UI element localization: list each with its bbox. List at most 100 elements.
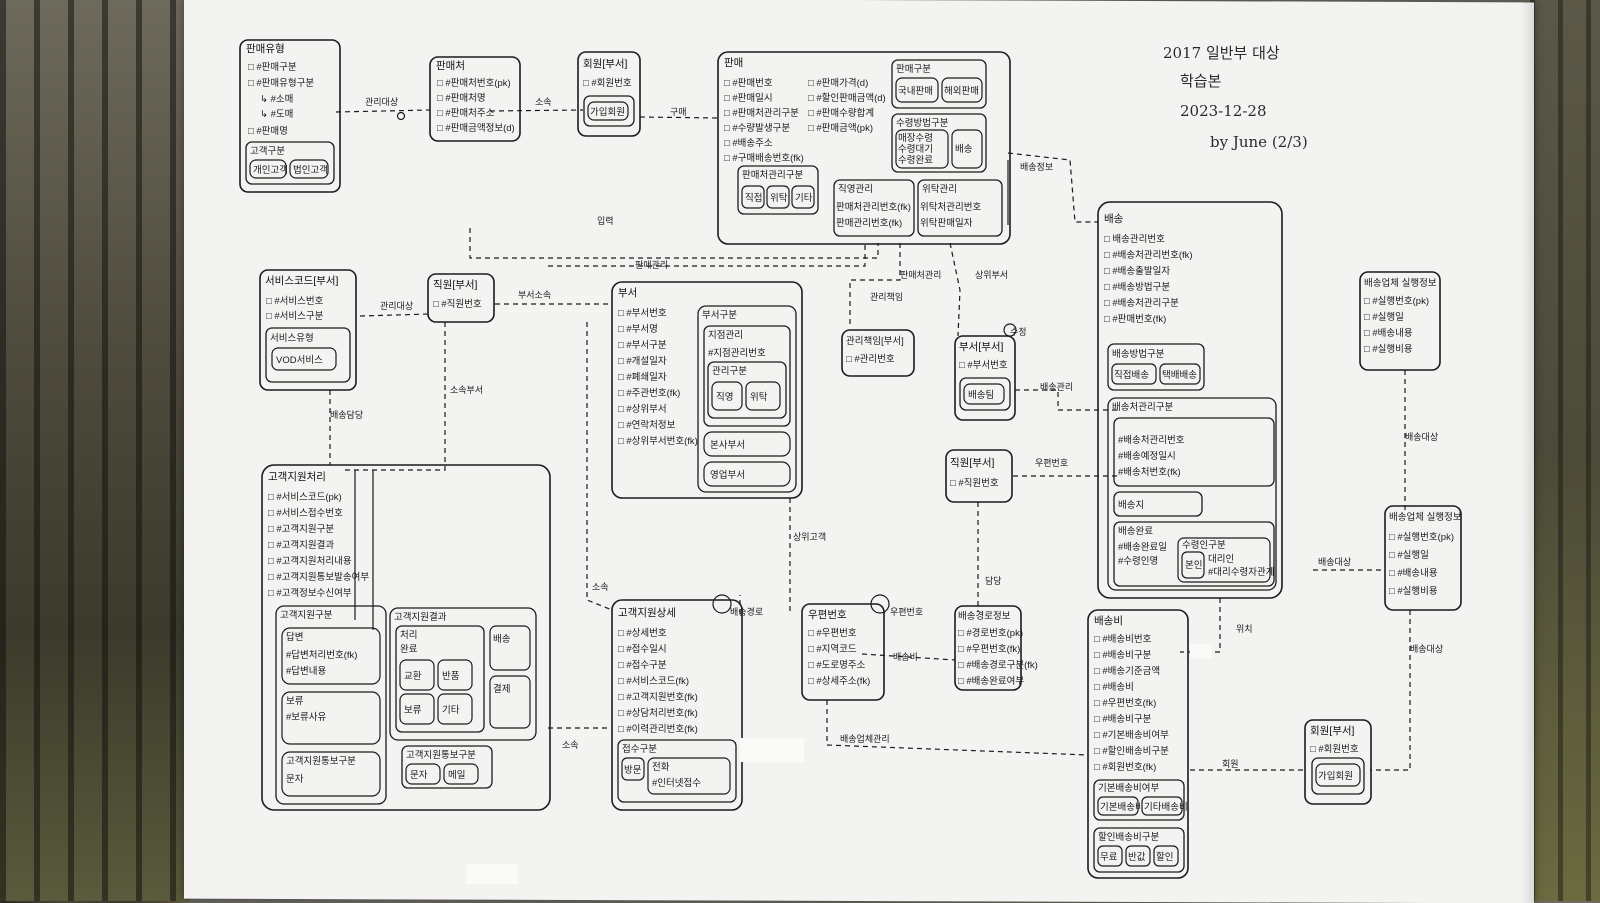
group-title: 배송완료 (1118, 526, 1153, 537)
entity-title: 직원[부서] (950, 457, 995, 469)
rel-label: 배송비 (893, 652, 918, 662)
rel-line-e15-e16 (861, 653, 956, 661)
field: □ #수량발생구분 (724, 122, 790, 134)
rel-label: 부서소속 (518, 290, 551, 300)
field: □ #우편번호(fk) (1094, 697, 1156, 709)
group-title: 판매구분 (896, 64, 931, 75)
group-title: 본사부서 (710, 440, 745, 451)
rel-label: 소속 (562, 740, 579, 750)
entity-title: 판매처 (436, 60, 465, 72)
entity-title: 배송경로정보 (958, 610, 1011, 622)
entity-title: 서비스코드[부서] (265, 275, 339, 287)
rel-label: 배송대상 (1318, 557, 1351, 567)
pill: 본인 (1185, 560, 1202, 571)
entity-title: 부서 (618, 287, 637, 299)
field: □ #서비스코드(fk) (618, 676, 689, 687)
entity-title: 배송비 (1094, 615, 1123, 627)
background-left (0, 0, 190, 901)
entity-title: 배송업체 실행정보 (1364, 277, 1437, 289)
field: □ #판매금액정보(d) (437, 122, 515, 134)
group-title: 배송 (493, 634, 511, 645)
group-title: 직영관리 (838, 184, 873, 195)
field: □ #상세주소(fk) (808, 676, 870, 687)
entity-carrier-detail: 배송업체 실행정보 □ #실행번호(pk) □ #실행일 □ #배송내용 □ #… (1384, 505, 1462, 611)
field: □ #직원번호 (950, 478, 999, 489)
field: □ #배송비구분 (1094, 714, 1152, 725)
rel-label: 구매 (670, 107, 687, 117)
pill: 택배배송 (1162, 370, 1197, 381)
rel-label: 판매관리 (635, 260, 668, 270)
group-title: 관리구분 (712, 366, 747, 377)
field: □ #고객지원구분 (268, 524, 334, 535)
entity-manager: 관리책임[부서] □ #관리번호 (841, 329, 915, 377)
field: □ #할인판매금액(d) (808, 92, 886, 104)
pill: 교환 (404, 670, 422, 682)
group-title: 고객지원결과 (394, 612, 447, 623)
field: □ #실행번호(pk) (1389, 531, 1454, 543)
entity-shipping-fee: 배송비 □ #배송비번호 □ #배송비구분 □ #배송기준금액 □ #배송비 □… (1087, 609, 1189, 879)
pill: 무료 (1100, 852, 1118, 863)
rel-label: 우편번호 (890, 606, 923, 617)
field: □ #배송처관리번호(fk) (1104, 249, 1193, 261)
field: □ #실행비용 (1389, 585, 1438, 597)
rel-label: 판매처관리 (900, 269, 941, 280)
pill: #지점관리번호 (708, 347, 766, 359)
field: □ #배송내용 (1364, 328, 1413, 339)
field: □ #고객지원결과 (268, 540, 334, 551)
rel-line-e2-e3 (489, 109, 584, 112)
group-title: 판매처관리구분 (742, 169, 803, 181)
pill: 문자 (286, 774, 304, 785)
field: □ #접수일시 (618, 643, 667, 655)
rel-line-e6b-e18 (1370, 610, 1411, 771)
pill: 직접배송 (1114, 369, 1149, 381)
entity-service-code: 서비스코드[부서] □ #서비스번호 □ #서비스구분 서비스유형 VOD서비스 (259, 269, 357, 391)
entity-department: 부서 □ #부서번호 □ #부서명 □ #부서구분 □ #개설일자 □ #폐쇄일… (611, 281, 803, 499)
rel-label: 배송업체관리 (840, 734, 890, 744)
field: □ #실행일 (1364, 311, 1404, 323)
pill: #배송처번호(fk) (1118, 466, 1181, 478)
pill: 전화 (652, 762, 670, 773)
entity-title: 판매 (724, 57, 743, 69)
field: □ #실행비용 (1364, 343, 1413, 355)
pill: #답변내용 (286, 665, 327, 677)
field: □ #서비스코드(pk) (268, 492, 342, 503)
entity-title: 우편번호 (808, 608, 847, 621)
background-right (1530, 0, 1600, 901)
rel-label: 관리책임 (870, 291, 903, 302)
pill: #답변처리번호(fk) (286, 649, 357, 661)
pill: #대리수령자관계 (1208, 566, 1274, 578)
field: □ #서비스구분 (266, 311, 324, 322)
rel-label: 소속 (535, 97, 552, 107)
header-line4: by June (2/3) (1210, 133, 1308, 151)
field: □ #배송비구분 (1094, 650, 1152, 661)
entity-support-detail: 고객지원상세 □ #상세번호 □ #접수일시 □ #접수구분 □ #서비스코드(… (611, 599, 743, 811)
rel-label: 관리대상 (380, 301, 413, 311)
pill: 판매관리번호(fk) (836, 218, 902, 229)
field: □ #고객지원번호(fk) (618, 692, 698, 703)
field: □ #관리번호 (846, 354, 895, 365)
field: □ #우편번호(fk) (958, 643, 1020, 655)
rel-line-e4-e11 (949, 242, 961, 337)
field: □ #판매일시 (724, 93, 773, 104)
field: □ #서비스접수번호 (268, 507, 343, 519)
group-title: 고객지원구분 (280, 610, 333, 621)
pill: 할인 (1156, 852, 1173, 863)
group-title: 고객지원통보구분 (286, 756, 356, 767)
pill: 위탁 (750, 391, 768, 403)
rel-line-e4-e5 (1007, 152, 1098, 223)
group-title: 위탁관리 (922, 183, 957, 195)
paper-patch (740, 738, 804, 762)
pill: 수령인구분 (1182, 539, 1226, 551)
pill: #보류사유 (286, 712, 327, 723)
entity-title: 판매유형 (246, 43, 285, 55)
group-title: 수령방법구분 (896, 117, 949, 129)
field: □ #판매번호 (724, 78, 773, 89)
pill: 처리 (400, 629, 417, 641)
field: □ #도로명주소 (808, 660, 866, 671)
entity-carrier-info: 배송업체 실행정보 □ #실행번호(pk) □ #실행일 □ #배송내용 □ #… (1359, 271, 1441, 371)
rel-label: 상위부서 (975, 270, 1008, 280)
field: □ #배송내용 (1389, 568, 1438, 579)
pill: 문자 (410, 770, 428, 781)
entity-zipcode: 우편번호 □ #우편번호 □ #지역코드 □ #도로명주소 □ #상세주소(fk… (801, 603, 885, 701)
